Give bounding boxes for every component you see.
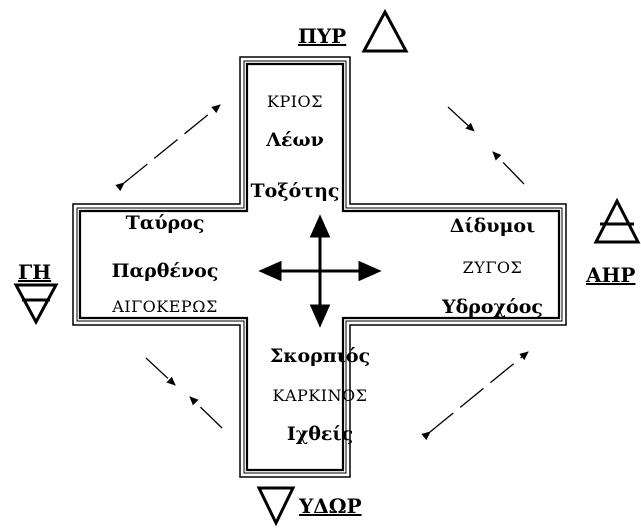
sign-leon: Λέων [266,129,324,151]
diagonal-arrows [115,104,529,441]
air-triangle-icon [593,197,641,244]
fire-triangle-icon [361,8,409,53]
sign-toxotis: Τοξότης [250,180,340,202]
central-cross-arrows [258,214,382,328]
sign-parthenos: Παρθένος [111,260,219,282]
sign-zygos: ΖΥΓΟΣ [462,258,523,277]
sign-krios: ΚΡΙΟΣ [267,92,323,111]
sign-skorpios: Σκορπιός [269,345,371,367]
water-triangle-icon [256,486,296,527]
sign-tavros: Ταύρος [125,212,205,234]
earth-triangle-icon [13,283,59,326]
sign-ixtheis: Ιχθείς [286,423,354,445]
fire-label: ΠΥΡ [298,24,347,48]
cross-outline [72,56,567,478]
earth-label: ΓΗ [18,260,52,284]
air-label: ΑΗΡ [586,263,636,287]
sign-karkinos: ΚΑΡΚΙΝΟΣ [272,386,368,405]
sign-aigokeros: ΑΙΓΟΚΕΡΩΣ [112,297,218,316]
sign-ydroxoos: Υδροχόος [442,296,543,318]
sign-didymoi: Δίδυμοι [449,215,536,237]
water-label: ΥΔΩΡ [299,494,362,518]
